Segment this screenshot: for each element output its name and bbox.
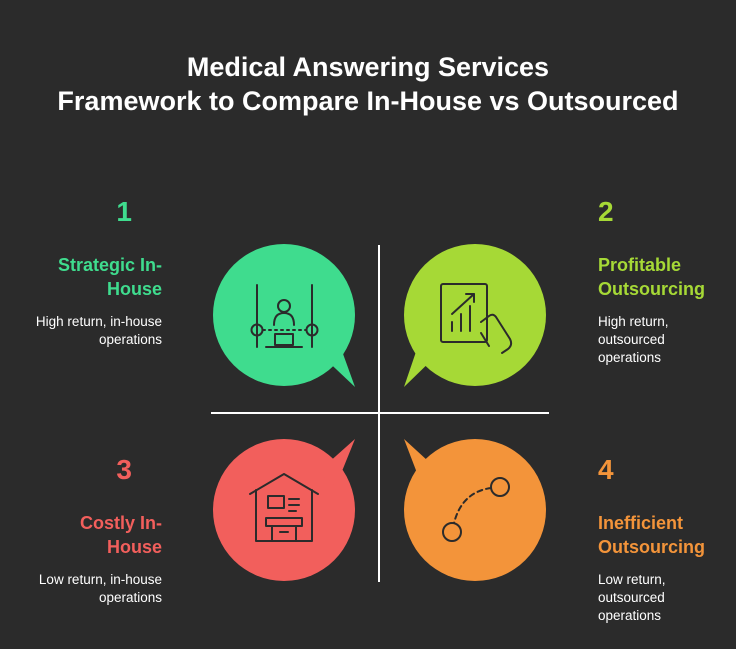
quadrant-3-title-line-2: House	[106, 537, 162, 557]
hand-holding-growth-chart-icon	[440, 283, 513, 354]
quadrant-4-title-line-1: Inefficient	[598, 513, 684, 533]
quadrant-3-bubble	[213, 439, 355, 581]
quadrant-2-bubble	[404, 244, 546, 387]
quadrant-2-number: 2	[598, 196, 614, 227]
quadrant-3-desc-line-1: Low return, in-house	[38, 572, 162, 587]
quadrant-4-description: Low return, outsourced operations	[598, 571, 728, 625]
quadrant-1-title-line-1: Strategic In-	[57, 255, 162, 275]
quadrant-2-desc-line-1: High return,	[598, 314, 669, 329]
title-line-1: Medical Answering Services	[186, 52, 550, 82]
quadrant-3-description: Low return, in-house operations	[10, 571, 162, 607]
quadrant-2-desc-line-2: outsourced	[598, 332, 665, 347]
quadrant-3-title: Costly In- House	[20, 511, 162, 559]
quadrant-3-number: 3	[116, 454, 132, 485]
quadrant-1-desc-line-1: High return, in-house	[35, 314, 162, 329]
quadrant-2-description: High return, outsourced operations	[598, 313, 728, 367]
quadrant-4-bubble	[404, 439, 546, 581]
quadrant-4-desc-line-2: outsourced	[598, 590, 665, 605]
quadrant-2-desc-line-3: operations	[598, 350, 662, 365]
page-title: Medical Answering Services Framework to …	[0, 50, 736, 118]
quadrant-2-title-line-1: Profitable	[598, 255, 682, 275]
house-with-desk-icon	[249, 473, 319, 542]
quadrant-4-number: 4	[598, 454, 614, 485]
quadrant-4-title-line-2: Outsourcing	[598, 537, 705, 557]
quadrant-1-bubble	[213, 244, 355, 387]
quadrant-3-title-line-1: Costly In-	[79, 513, 162, 533]
quadrant-2-title: Profitable Outsourcing	[598, 253, 728, 301]
quadrant-4-title: Inefficient Outsourcing	[598, 511, 728, 559]
quadrant-1-number: 1	[116, 196, 132, 227]
quadrant-1-desc-line-2: operations	[98, 332, 162, 347]
quadrant-3-desc-line-2: operations	[98, 590, 162, 605]
quadrant-1-title-line-2: House	[106, 279, 162, 299]
quadrant-1-title: Strategic In- House	[20, 253, 162, 301]
quadrant-2-title-line-2: Outsourcing	[598, 279, 705, 299]
quadrant-1-description: High return, in-house operations	[10, 313, 162, 349]
title-line-2: Framework to Compare In-House vs Outsour…	[57, 86, 679, 116]
curved-connection-icon	[442, 477, 510, 542]
presenter-at-podium-icon	[250, 284, 319, 348]
quadrant-4-desc-line-1: Low return,	[598, 572, 666, 587]
quadrant-4-desc-line-3: operations	[598, 608, 662, 623]
